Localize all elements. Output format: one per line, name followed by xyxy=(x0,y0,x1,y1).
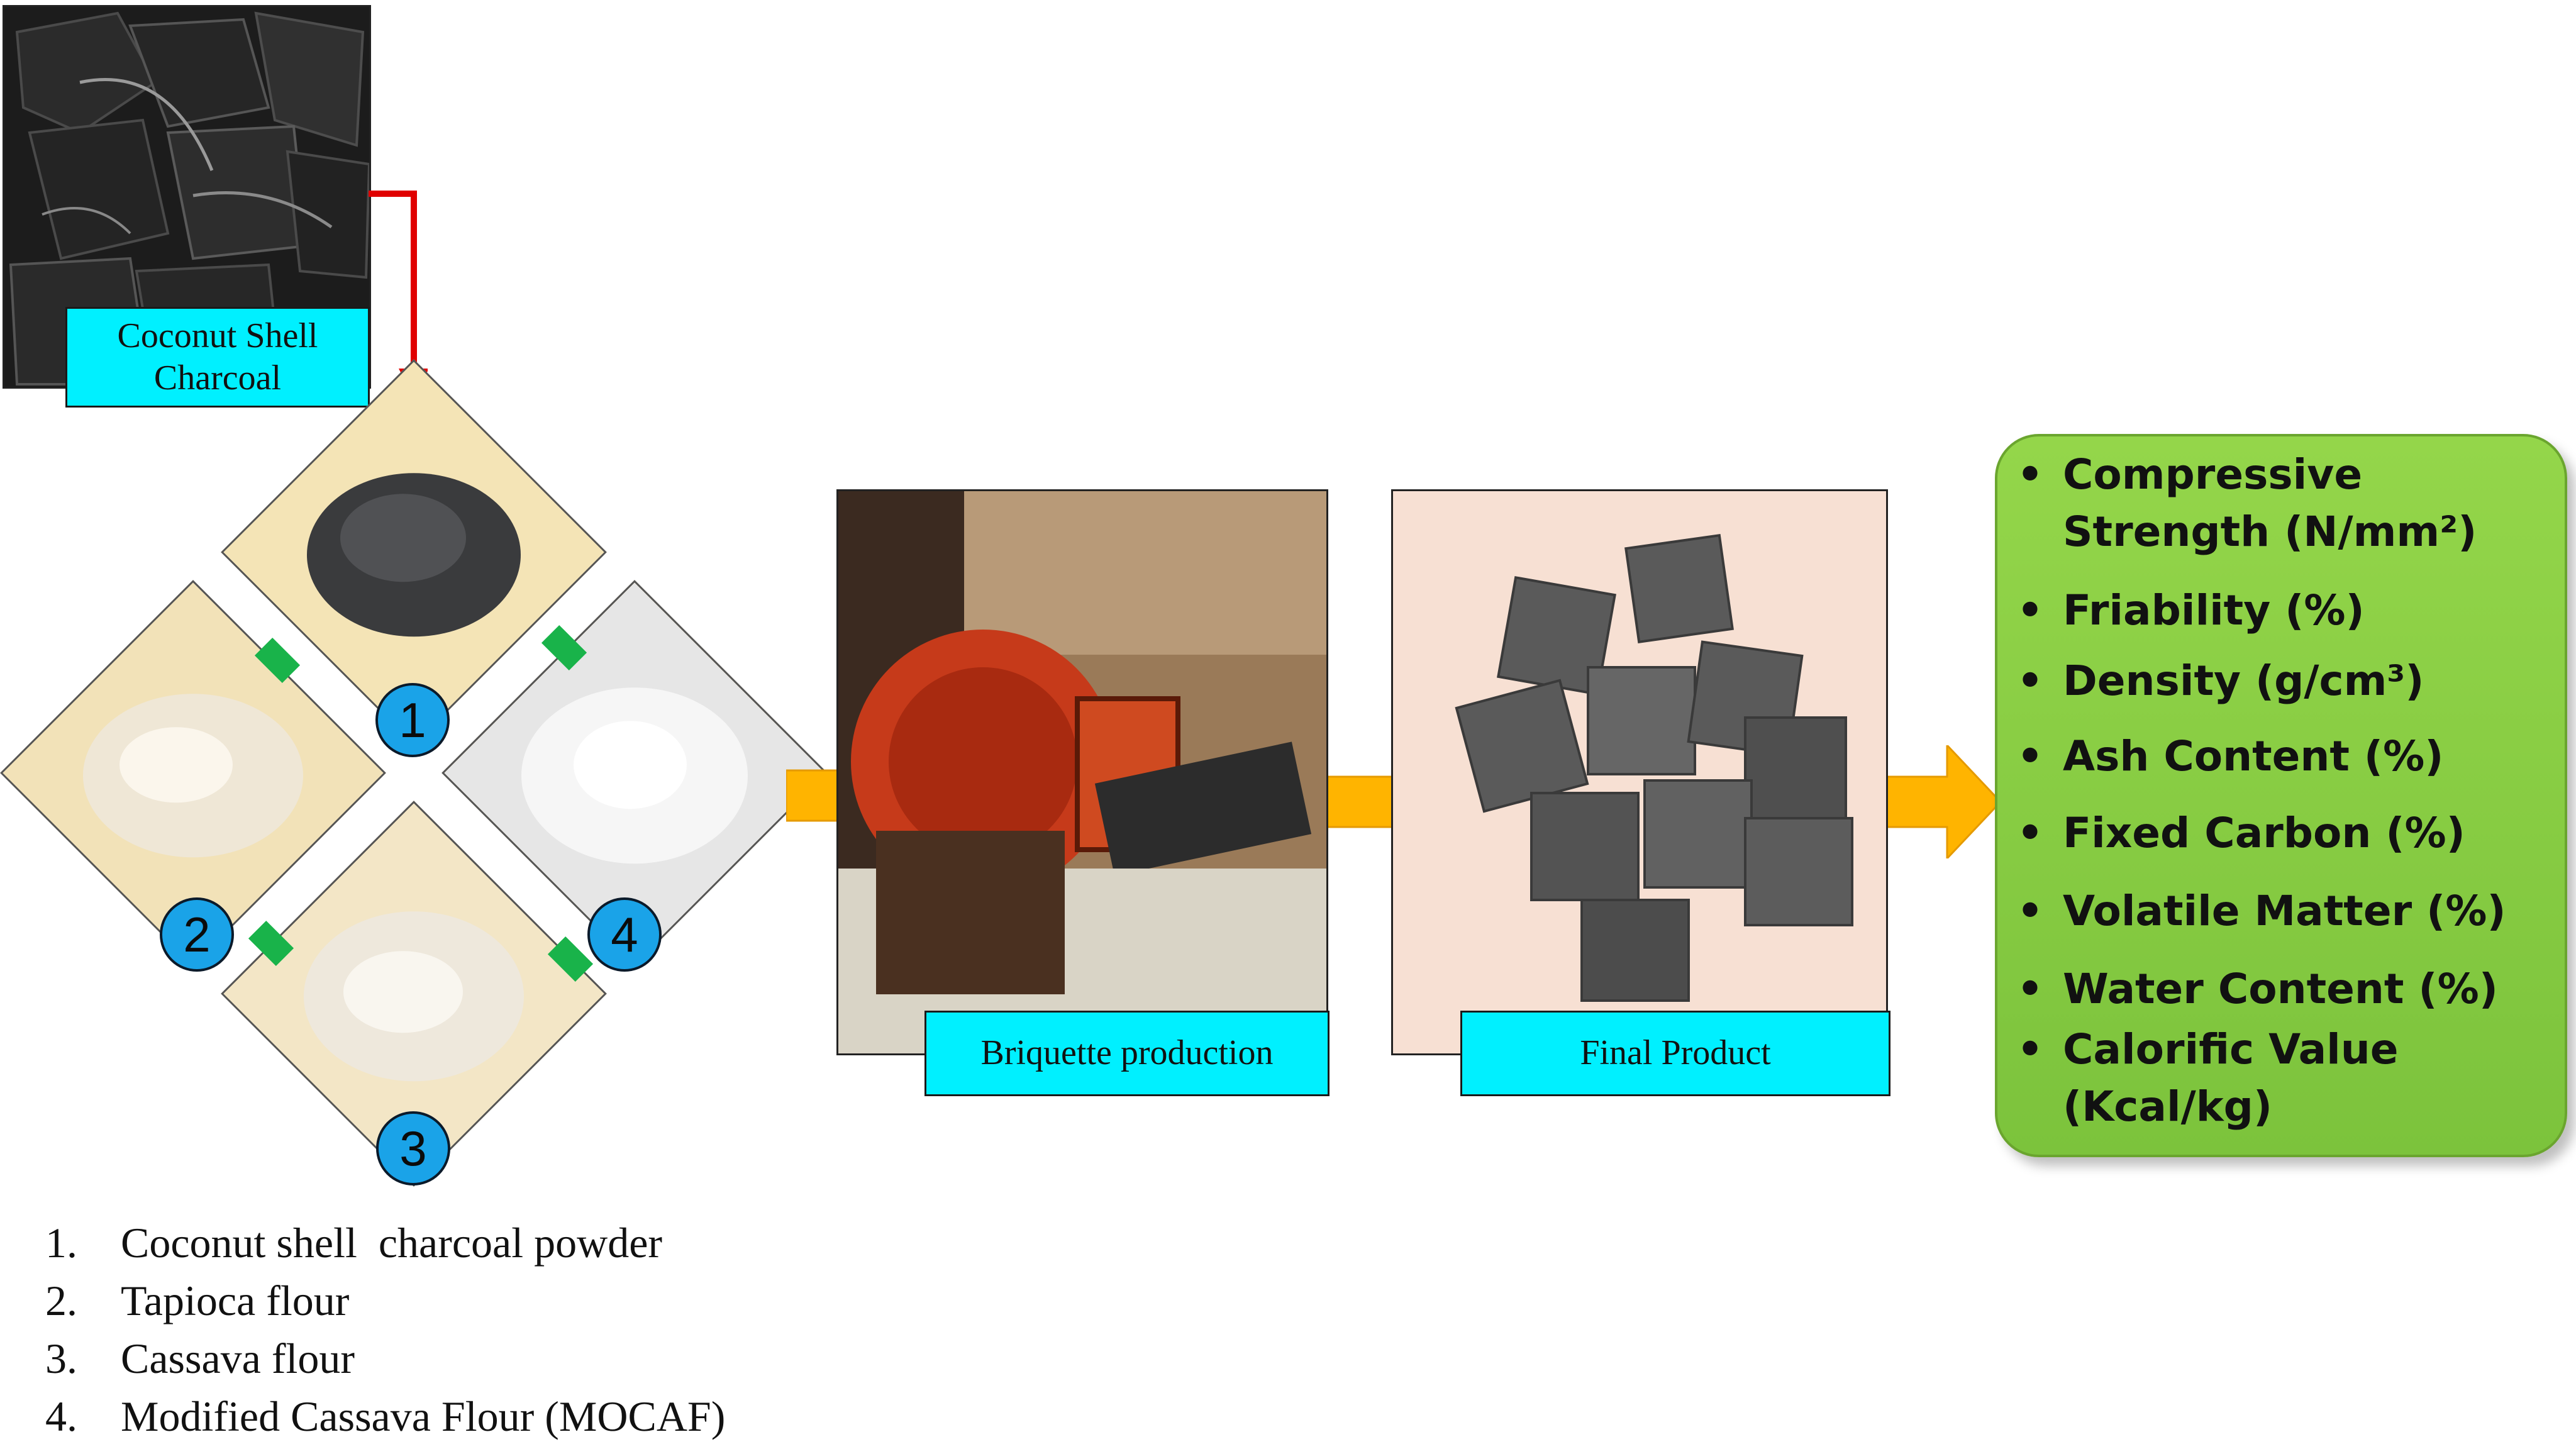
bullet: • xyxy=(2016,887,2044,935)
list-item: 2. Tapioca flour xyxy=(45,1272,725,1330)
property-label: Volatile Matter (%) xyxy=(2063,887,2506,935)
number-badge-1: 1 xyxy=(375,683,450,757)
briquette-production-image xyxy=(836,489,1328,1055)
properties-box: • Compressive Strength (N/mm²) • Friabil… xyxy=(1995,434,2567,1157)
materials-legend: 1. Coconut shell charcoal powder 2. Tapi… xyxy=(45,1214,725,1445)
bullet: • xyxy=(2016,732,2044,780)
final-product-image xyxy=(1391,489,1888,1055)
coconut-shell-charcoal-label: Coconut Shell Charcoal xyxy=(65,307,370,408)
bullet: • xyxy=(2016,586,2044,635)
property-friability: • Friability (%) xyxy=(1997,586,2365,635)
property-label: Density (g/cm³) xyxy=(2063,657,2424,705)
property-volatile-matter: • Volatile Matter (%) xyxy=(1997,887,2506,935)
arrow-to-properties xyxy=(1884,745,2002,858)
list-number: 3. xyxy=(45,1334,77,1382)
final-product-label: Final Product xyxy=(1460,1011,1890,1096)
property-label: Ash Content (%) xyxy=(2063,732,2444,780)
property-water-content: • Water Content (%) xyxy=(1997,965,2498,1013)
list-item: 4. Modified Cassava Flour (MOCAF) xyxy=(45,1387,725,1445)
number-badge-4: 4 xyxy=(587,897,662,972)
list-number: 4. xyxy=(45,1392,77,1440)
property-calorific-value: • Calorific Value (Kcal/kg) xyxy=(1997,1025,2399,1131)
charcoal-pieces-illustration xyxy=(4,7,369,387)
list-item: 3. Cassava flour xyxy=(45,1330,725,1387)
property-label-cont: Strength (N/mm²) xyxy=(2063,508,2477,556)
bullet: • xyxy=(2016,450,2044,499)
briquette-cubes-illustration xyxy=(1393,491,1886,1053)
property-label: Water Content (%) xyxy=(2063,965,2498,1013)
list-item: 1. Coconut shell charcoal powder xyxy=(45,1214,725,1272)
list-number: 1. xyxy=(45,1218,77,1267)
property-label: Friability (%) xyxy=(2063,586,2365,635)
briquette-production-label: Briquette production xyxy=(924,1011,1330,1096)
bullet: • xyxy=(2016,809,2044,857)
property-ash-content: • Ash Content (%) xyxy=(1997,732,2443,780)
bullet: • xyxy=(2016,657,2044,705)
bullet: • xyxy=(2016,1025,2044,1074)
list-number: 2. xyxy=(45,1276,77,1324)
property-density: • Density (g/cm³) xyxy=(1997,657,2424,705)
briquette-machine-illustration xyxy=(838,491,1326,1053)
bullet: • xyxy=(2016,965,2044,1013)
coconut-shell-charcoal-image xyxy=(3,5,371,389)
property-fixed-carbon: • Fixed Carbon (%) xyxy=(1997,809,2465,857)
number-badge-3: 3 xyxy=(376,1111,450,1185)
list-label: Modified Cassava Flour (MOCAF) xyxy=(121,1392,726,1440)
list-label: Tapioca flour xyxy=(121,1276,350,1324)
number-badge-2: 2 xyxy=(160,897,234,972)
property-label: Fixed Carbon (%) xyxy=(2063,809,2465,857)
list-label: Coconut shell charcoal powder xyxy=(121,1218,663,1267)
property-label: Calorific Value xyxy=(2063,1025,2399,1074)
property-label-cont: (Kcal/kg) xyxy=(2063,1082,2272,1131)
property-compressive-strength: • Compressive Strength (N/mm²) xyxy=(1997,450,2477,556)
list-label: Cassava flour xyxy=(121,1334,355,1382)
property-label: Compressive xyxy=(2063,450,2363,499)
